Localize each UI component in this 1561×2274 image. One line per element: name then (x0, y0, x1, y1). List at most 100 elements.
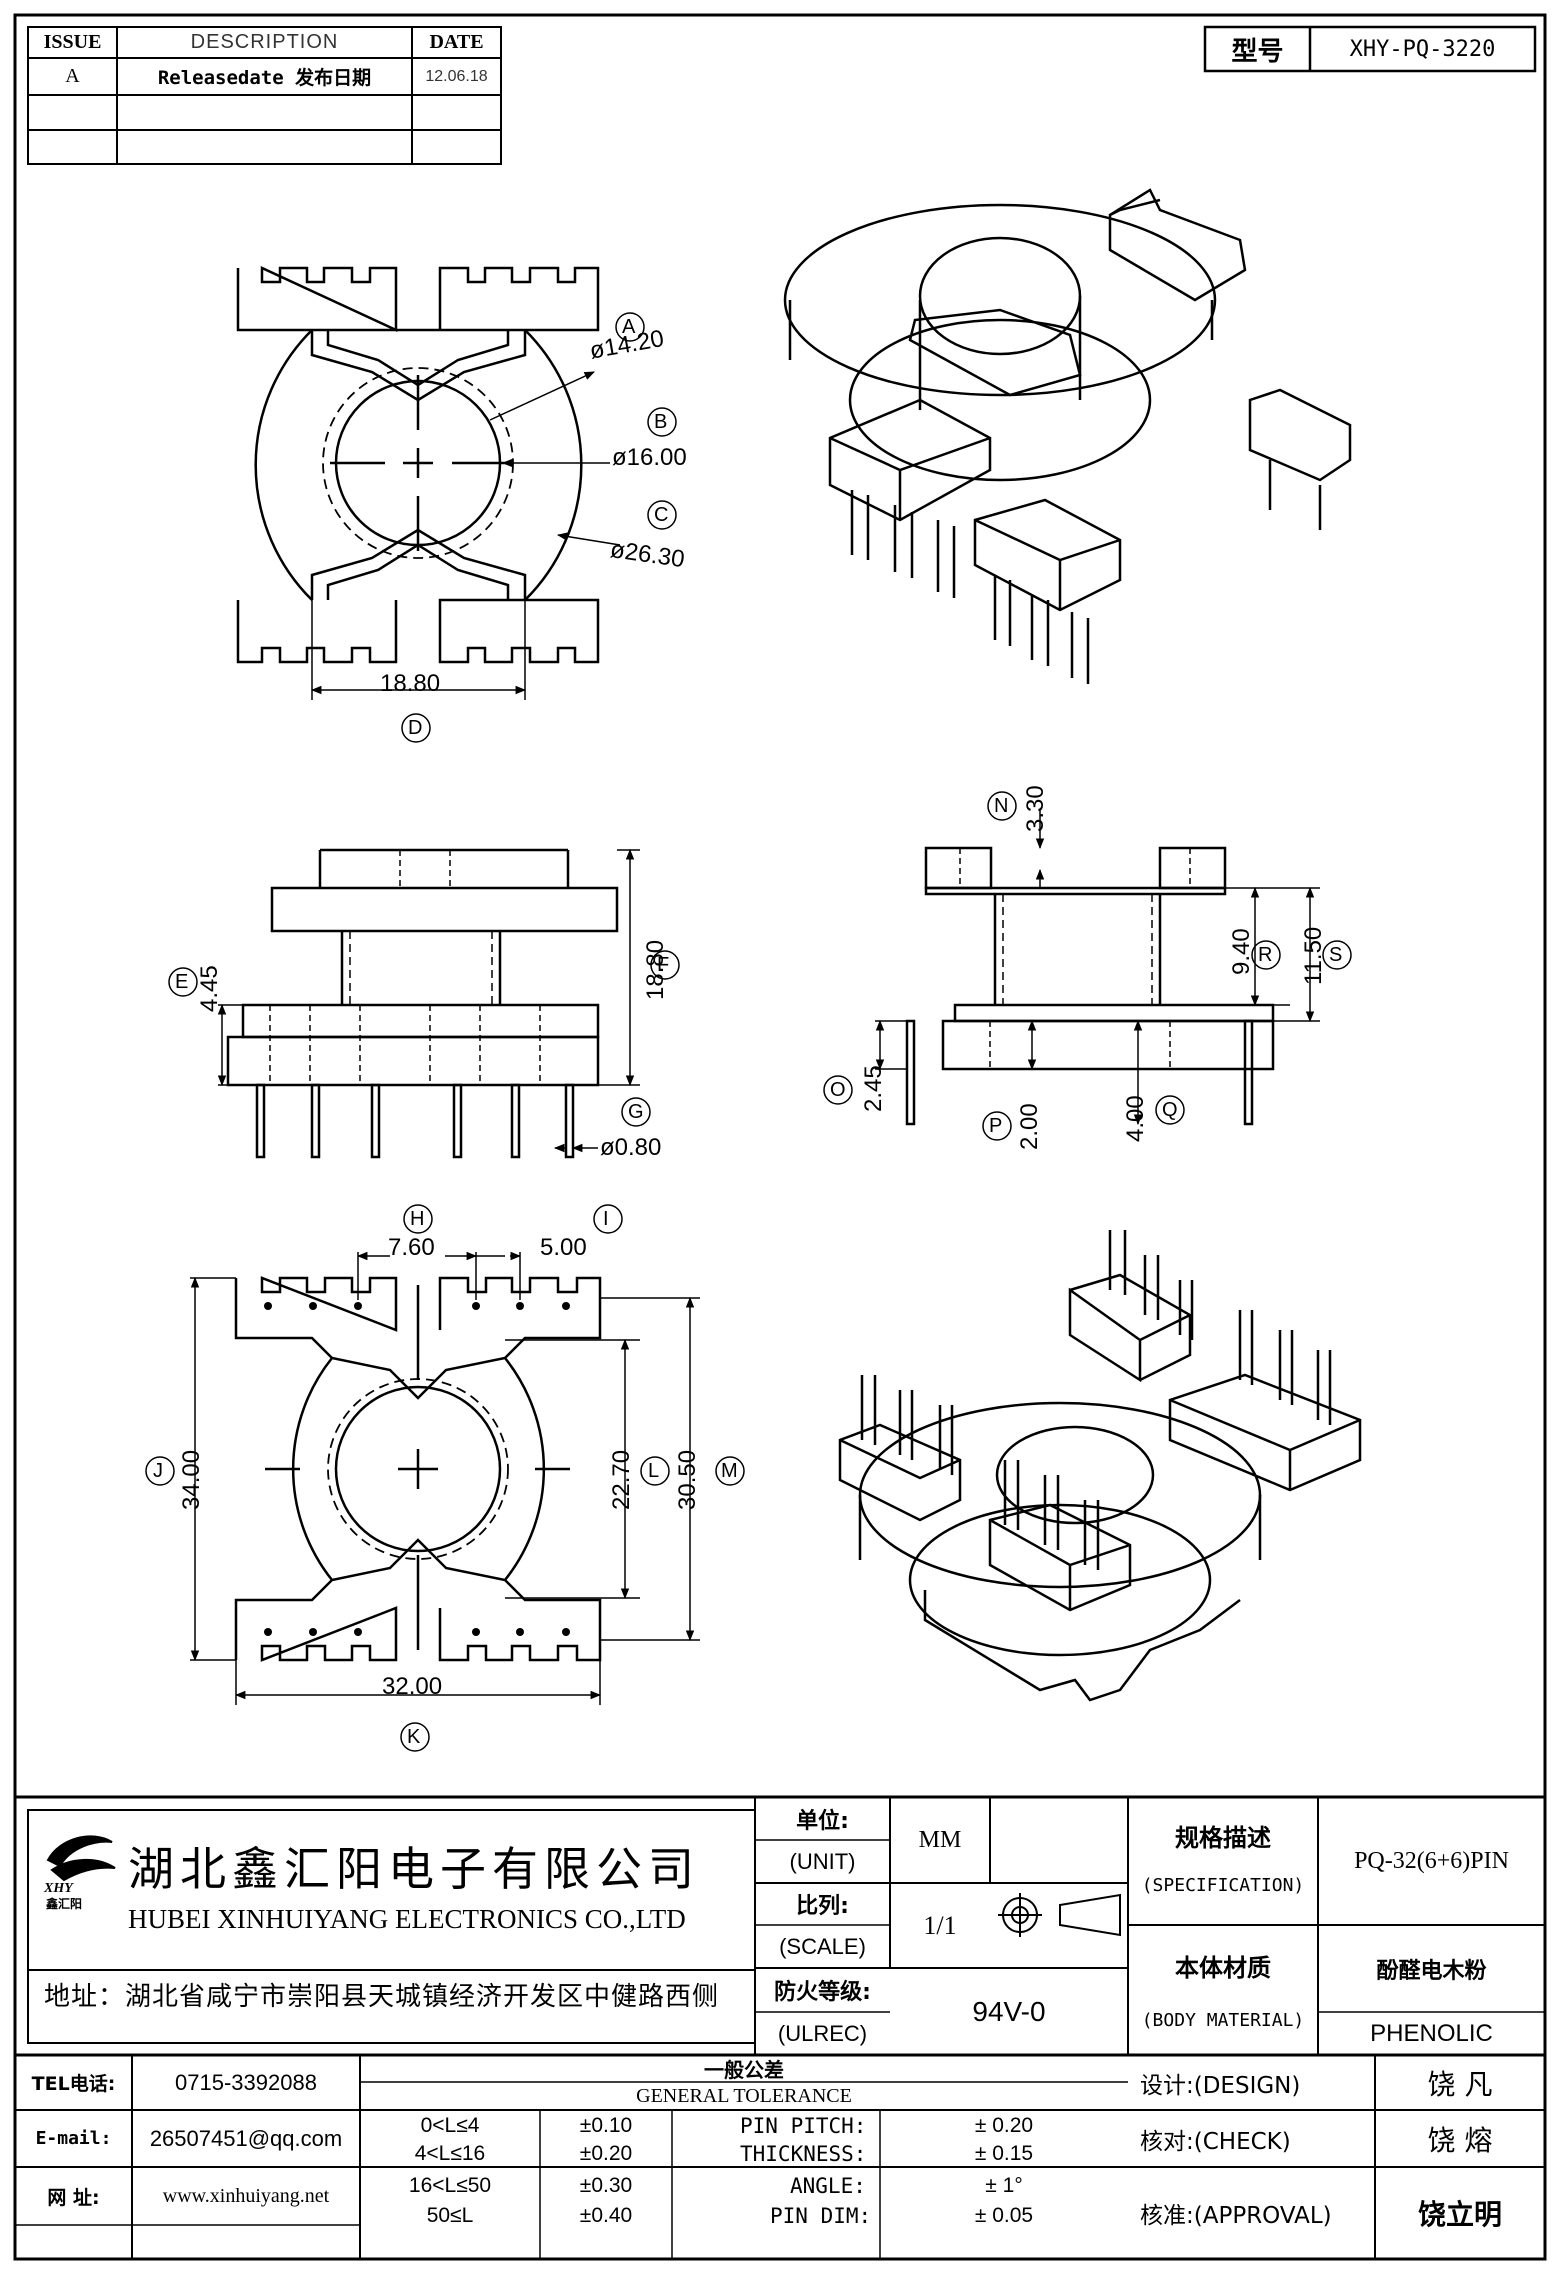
design-label: 设计:(DESIGN) (1140, 2072, 1301, 2099)
dim-b-value: ø16.00 (612, 444, 687, 471)
ul-value: 94V-0 (972, 1995, 1046, 2027)
spec-value: PQ-32(6+6)PIN (1354, 1847, 1509, 1874)
company-address: 地址：湖北省咸宁市崇阳县天城镇经济开发区中健路西侧 (44, 1982, 720, 2012)
callout-r: R (1258, 944, 1273, 966)
callout-s: S (1329, 944, 1343, 966)
iso-view-bottom (838, 1230, 1362, 1702)
check-label: 核对:(CHECK) (1140, 2128, 1291, 2155)
tel-value: 0715-3392088 (175, 2069, 317, 2095)
top-view (236, 266, 600, 664)
unit-label: 单位: (796, 1808, 849, 1834)
web-label: 网 址: (47, 2186, 100, 2209)
dim-l-value: 22.70 (608, 1449, 635, 1510)
model-label: 型号 (1231, 36, 1284, 67)
dim-j-value: 34.00 (178, 1449, 205, 1510)
spec-label-en: (SPECIFICATION) (1141, 1874, 1305, 1896)
dim-m-value: 30.50 (674, 1449, 701, 1510)
tolerance-item: THICKNESS: (740, 2142, 867, 2166)
dim-g-value: ø0.80 (600, 1134, 662, 1161)
tolerance-value: ±0.40 (579, 2204, 633, 2227)
tel-label: TEL电话: (31, 2073, 116, 2095)
tolerance-title-cn: 一般公差 (704, 2058, 784, 2082)
dim-p-value: 2.00 (1016, 1103, 1043, 1150)
front-view-dims (168, 848, 680, 1153)
model-number: XHY-PQ-3220 (1349, 36, 1496, 62)
tolerance-item-value: ± 1° (985, 2174, 1023, 2197)
callout-h: H (410, 1208, 425, 1230)
ul-label: 防火等级: (774, 1980, 871, 2005)
revision-row-issue: A (65, 65, 80, 87)
dim-k-value: 32.00 (382, 1673, 443, 1700)
unit-label-en: (UNIT) (789, 1848, 856, 1874)
ul-label-en: (ULREC) (777, 2020, 868, 2046)
callout-a: A (622, 316, 636, 338)
dim-h-value: 7.60 (388, 1234, 435, 1261)
side-view (905, 846, 1275, 1126)
material-value-en: PHENOLIC (1370, 2019, 1493, 2047)
bottom-view (234, 1276, 602, 1662)
dim-e-value: 4.45 (196, 965, 223, 1012)
projection-symbol-icon (998, 1893, 1121, 1937)
dim-f-value: 18.80 (642, 939, 669, 1000)
scale-label: 比列: (796, 1894, 849, 1919)
iso-view-top (783, 188, 1352, 684)
material-label-en: (BODY MATERIAL) (1141, 2009, 1305, 2031)
callout-c: C (654, 504, 669, 526)
dim-o-value: 2.45 (860, 1065, 887, 1112)
company-name-cn: 湖北鑫汇阳电子有限公司 (128, 1842, 700, 1896)
callout-j: J (153, 1460, 163, 1482)
spec-label: 规格描述 (1175, 1823, 1271, 1852)
callout-k: K (407, 1726, 421, 1748)
approval-name: 饶立明 (1417, 2198, 1502, 2231)
tolerance-range: 16<L≤50 (408, 2174, 492, 2197)
tolerance-item-value: ± 0.20 (974, 2114, 1034, 2137)
revision-row-date: 12.06.18 (425, 67, 488, 85)
callout-d: D (408, 717, 423, 739)
revision-header-description: DESCRIPTION (190, 31, 339, 53)
callout-l: L (648, 1460, 660, 1482)
tolerance-value: ±0.30 (579, 2174, 633, 2197)
revision-table-lines (27, 26, 502, 165)
tolerance-range: 0<L≤4 (420, 2114, 480, 2137)
revision-header-issue: ISSUE (43, 31, 102, 53)
tolerance-item: PIN PITCH: (740, 2114, 867, 2138)
tolerance-value: ±0.10 (579, 2114, 633, 2137)
email-value[interactable]: 26507451@qq.com (149, 2125, 343, 2151)
callout-n: N (994, 795, 1009, 817)
unit-value: MM (918, 1826, 962, 1853)
side-view-dims (823, 791, 1352, 1141)
tolerance-item-value: ± 0.05 (974, 2204, 1034, 2227)
tolerance-item-value: ± 0.15 (974, 2142, 1034, 2165)
dim-r-value: 9.40 (1228, 928, 1255, 975)
callout-f: F (657, 954, 670, 976)
model-box-lines (1203, 25, 1537, 73)
dim-i-value: 5.00 (540, 1234, 587, 1261)
revision-header-date: DATE (429, 31, 484, 53)
tolerance-title-en: GENERAL TOLERANCE (636, 2084, 852, 2107)
design-name: 饶 凡 (1427, 2067, 1493, 2101)
scale-label-en: (SCALE) (779, 1933, 866, 1959)
dim-d-value: 18.80 (380, 670, 441, 697)
tolerance-item: ANGLE: (790, 2174, 866, 2198)
callout-o: O (830, 1079, 846, 1101)
callout-i: I (603, 1208, 609, 1230)
dim-s-value: 11.50 (1300, 926, 1327, 985)
material-value-cn: 酚醛电木粉 (1376, 1958, 1487, 1984)
callout-e: E (175, 971, 189, 993)
tolerance-range: 4<L≤16 (414, 2142, 486, 2165)
callout-m: M (721, 1460, 738, 1482)
logo-text: XHY (44, 1881, 73, 1896)
company-name-en: HUBEI XINHUIYANG ELECTRONICS CO.,LTD (128, 1904, 686, 1934)
check-name: 饶 熔 (1427, 2123, 1493, 2157)
outer-frame (13, 13, 1547, 2261)
callout-g: G (628, 1101, 644, 1123)
revision-row-description: Releasedate 发布日期 (157, 67, 372, 89)
web-value[interactable]: www.xinhuiyang.net (162, 2184, 330, 2207)
email-label: E-mail: (35, 2128, 112, 2149)
tolerance-value: ±0.20 (579, 2142, 633, 2165)
top-view-dims (310, 312, 677, 743)
bottom-view-pin-dots (264, 1302, 570, 1636)
company-logo-icon (46, 1835, 116, 1882)
callout-b: B (654, 411, 668, 433)
